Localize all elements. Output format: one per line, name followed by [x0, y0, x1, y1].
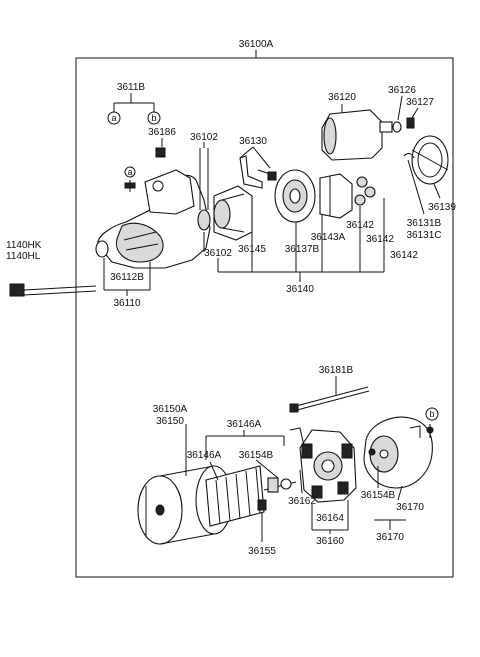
part-lead-36155	[257, 499, 267, 542]
label-36100A: 36100A	[239, 39, 274, 50]
part-front-housing-36110	[95, 169, 211, 269]
part-36186	[155, 147, 166, 158]
label-36150A: 36150A	[153, 404, 188, 415]
label-36102-top: 36102	[190, 132, 218, 143]
part-pinion-36145	[213, 185, 253, 241]
label-1140HL: 1140HL	[6, 251, 41, 262]
label-36120: 36120	[328, 92, 356, 103]
part-nut-36126-36127	[392, 117, 415, 133]
label-36112B: 36112B	[110, 272, 144, 283]
label-36127: 36127	[406, 97, 434, 108]
label-36130: 36130	[239, 136, 267, 147]
label-36160: 36160	[316, 536, 344, 547]
label-36142-a: 36142	[346, 220, 374, 231]
part-rear-cover-36170	[363, 416, 434, 489]
part-gear-36137B	[274, 169, 316, 223]
reference-mark-b-lower	[425, 407, 439, 421]
part-bolt-36181B	[289, 376, 370, 413]
assembly-frame	[75, 50, 454, 578]
label-36110: 36110	[113, 298, 141, 309]
label-3611B: 3611B	[117, 82, 146, 93]
leader-lines-lower	[185, 424, 406, 534]
label-mark-a: a	[111, 113, 116, 123]
label-36146A: 36146A	[187, 450, 222, 461]
label-36143A: 36143A	[311, 232, 346, 243]
label-36146A-top: 36146A	[227, 419, 262, 430]
label-36170-b: 36170	[376, 532, 404, 543]
leader-lines-upper	[103, 95, 441, 296]
label-36126: 36126	[388, 85, 416, 96]
label-36131B: 36131B	[407, 218, 442, 229]
label-36186: 36186	[148, 127, 176, 138]
part-armature-36146A	[205, 465, 297, 527]
label-36131C: 36131C	[406, 230, 441, 241]
part-solenoid-36120	[321, 109, 402, 161]
label-36140: 36140	[286, 284, 314, 295]
part-screw-a	[124, 166, 136, 192]
label-36162: 36162	[288, 496, 316, 507]
label-36137B: 36137B	[285, 244, 320, 255]
part-cover-36139	[411, 135, 449, 185]
label-36181B: 36181B	[319, 365, 354, 376]
label-36142-c: 36142	[390, 250, 418, 261]
label-36154B-left: 36154B	[239, 450, 274, 461]
label-mark-a-screw: a	[127, 167, 132, 177]
label-36145: 36145	[238, 244, 266, 255]
reference-circle-b	[147, 111, 161, 125]
part-carrier-36143A	[319, 173, 376, 219]
label-36142-b: 36142	[366, 234, 394, 245]
part-clip-36131	[403, 152, 415, 159]
label-36102-bottom: 36102	[204, 248, 232, 259]
label-mark-b-lower: b	[429, 409, 434, 419]
reference-circle-a	[107, 111, 121, 125]
label-1140HK: 1140HK	[6, 240, 42, 251]
label-36139: 36139	[428, 202, 456, 213]
part-lever-36130	[239, 155, 277, 189]
label-36150: 36150	[156, 416, 184, 427]
part-36102	[197, 148, 211, 231]
label-36154B-right: 36154B	[361, 490, 396, 501]
part-brush-holder-36160	[289, 427, 357, 503]
part-bolt-1140HK	[9, 283, 97, 297]
part-bearing-36154B-left	[280, 478, 292, 490]
label-36170-a: 36170	[396, 502, 424, 513]
callout-3611B	[107, 93, 161, 125]
label-mark-b: b	[151, 113, 156, 123]
label-36164: 36164	[316, 513, 344, 524]
label-36155: 36155	[248, 546, 276, 557]
